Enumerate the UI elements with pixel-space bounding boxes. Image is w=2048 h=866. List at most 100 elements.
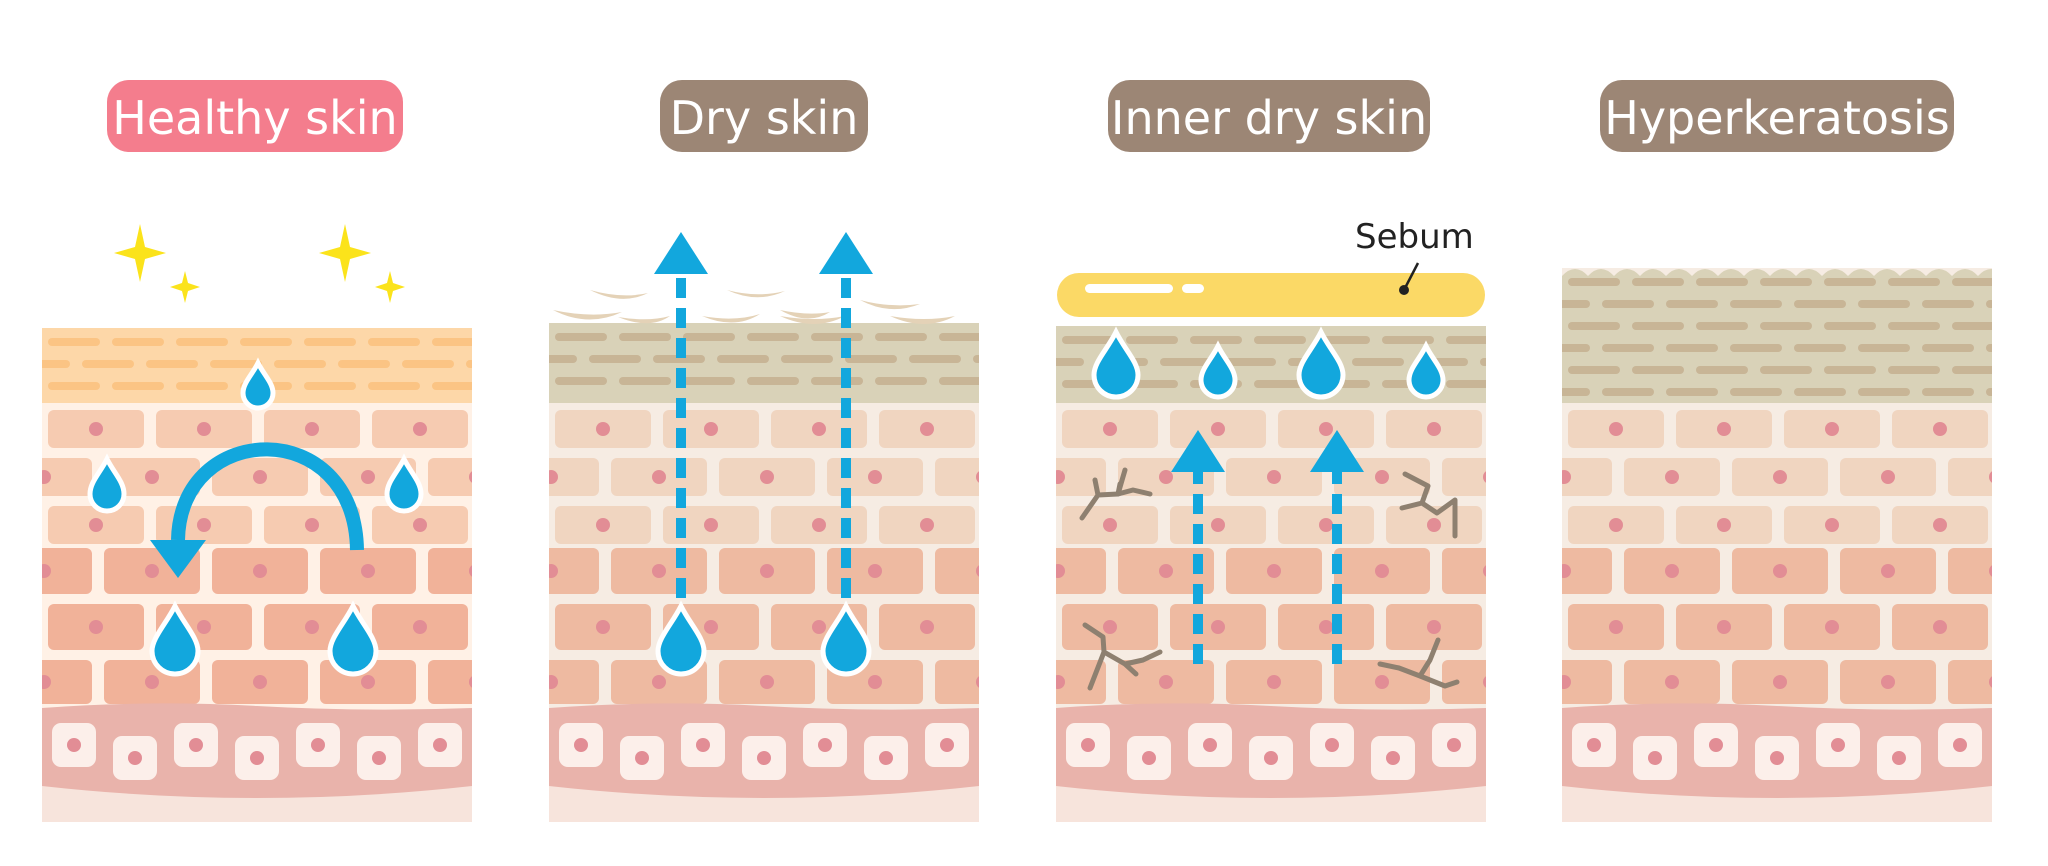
cell-nucleus [1483, 471, 1486, 483]
title-label-dry: Dry skin [670, 91, 859, 145]
cell-nucleus [1056, 675, 1065, 689]
horny-cell-stripe [1562, 300, 1590, 308]
cell-nucleus [920, 518, 934, 532]
horny-cell-stripe [1888, 278, 1940, 286]
water-drop-icon [1406, 340, 1446, 400]
basal-cell-nucleus [1648, 751, 1662, 765]
cell-nucleus [1427, 620, 1441, 634]
skin-cross-section [1562, 268, 1992, 822]
horny-cell-stripe [466, 360, 472, 368]
cell-nucleus [1535, 518, 1549, 532]
cell-nucleus [1609, 518, 1623, 532]
skin-flake [780, 310, 830, 319]
sebum-callout: Sebum [1355, 217, 1474, 295]
horny-cell-stripe [1632, 278, 1684, 286]
cell-nucleus [1535, 620, 1549, 634]
cell-nucleus [1881, 675, 1895, 689]
water-drop-icon [820, 600, 872, 677]
sparkle-group [114, 224, 405, 303]
horny-cell-stripe [1602, 344, 1654, 352]
horny-cell-stripe [1562, 344, 1590, 352]
horny-cell-stripe [1858, 300, 1910, 308]
cell-nucleus [1825, 422, 1839, 436]
cell-nucleus [1028, 422, 1042, 436]
horny-cell-stripe [432, 382, 472, 390]
title-healthy-skin: Healthy skin [107, 80, 403, 152]
horny-cell-stripe [1858, 344, 1910, 352]
title-label-hyperkeratosis: Hyperkeratosis [1604, 91, 1950, 145]
horny-cell-stripe [1986, 300, 1992, 308]
horny-cell-stripe [549, 355, 577, 363]
horny-cell-stripe [1056, 358, 1084, 366]
cell-nucleus [1267, 470, 1281, 484]
horny-cell-stripe [1602, 300, 1654, 308]
horny-cell-stripe [555, 333, 607, 341]
epidermal-cell [1948, 660, 1992, 704]
cell-nucleus [145, 564, 159, 578]
horny-cell-stripe [304, 338, 356, 346]
horny-cell-stripe [1888, 366, 1940, 374]
horny-cell-stripe [619, 377, 671, 385]
cell-nucleus [1989, 676, 1992, 688]
sebum-film [1057, 273, 1485, 317]
arrow-up-icon [1171, 430, 1225, 472]
cell-nucleus [1665, 470, 1679, 484]
horny-cell-stripe [1190, 336, 1242, 344]
basal-cell-nucleus [189, 738, 203, 752]
horny-cell-stripe [845, 355, 897, 363]
basal-cell-nucleus [574, 738, 588, 752]
cell-nucleus [1211, 422, 1225, 436]
horny-cell-stripe [1922, 300, 1974, 308]
basal-cell-nucleus [1770, 751, 1784, 765]
cell-nucleus [89, 518, 103, 532]
skin-layers [1056, 326, 1549, 822]
cell-nucleus [1773, 675, 1787, 689]
sparkle-icon [375, 271, 405, 303]
sparkle-icon [319, 224, 371, 282]
skin-flake [553, 310, 622, 320]
sebum-highlight [1182, 284, 1204, 293]
evaporation-arrow [819, 232, 873, 598]
cell-nucleus [549, 470, 558, 484]
epidermal-cell [42, 548, 92, 594]
water-drop-icon [240, 357, 276, 411]
cell-nucleus [1483, 565, 1486, 577]
dermis-base [1562, 786, 1992, 822]
water-drop-icon [149, 600, 201, 677]
cell-nucleus [652, 564, 666, 578]
horny-cell-stripe [82, 360, 134, 368]
title-inner-dry-skin: Inner dry skin [1108, 80, 1430, 152]
cell-nucleus [760, 564, 774, 578]
panel-healthy-skin [42, 224, 472, 822]
circulation-arrowhead-icon [150, 540, 206, 578]
skin-cross-section [42, 328, 472, 822]
horny-cell-stripe [1922, 388, 1974, 396]
horny-cell-stripe [112, 382, 164, 390]
skin-flake [727, 290, 785, 298]
horny-cell-stripe [939, 333, 979, 341]
horny-cell-stripe [1160, 358, 1212, 366]
title-badge-inner-dry [1108, 80, 1430, 152]
cell-nucleus [812, 620, 826, 634]
horny-cell-stripe [589, 355, 641, 363]
water-drop-icon [87, 453, 127, 514]
cell-nucleus [920, 620, 934, 634]
epidermal-cell [428, 548, 472, 594]
horny-cell-stripe [338, 360, 390, 368]
cell-nucleus [549, 564, 558, 578]
cell-nucleus [42, 675, 51, 689]
title-dry-skin: Dry skin [660, 80, 868, 152]
basal-cell-nucleus [818, 738, 832, 752]
skin-flake [860, 300, 920, 310]
basal-cell-nucleus [1892, 751, 1906, 765]
cell-nucleus [1717, 518, 1731, 532]
cell-nucleus [1825, 620, 1839, 634]
skin-flake [702, 314, 760, 323]
epidermal-cell [42, 660, 92, 704]
cell-nucleus [1989, 565, 1992, 577]
cell-nucleus [1319, 518, 1333, 532]
horny-cell-stripe [1568, 322, 1620, 330]
horny-cell-stripe [1952, 278, 1992, 286]
cell-nucleus [253, 675, 267, 689]
cell-nucleus [760, 470, 774, 484]
